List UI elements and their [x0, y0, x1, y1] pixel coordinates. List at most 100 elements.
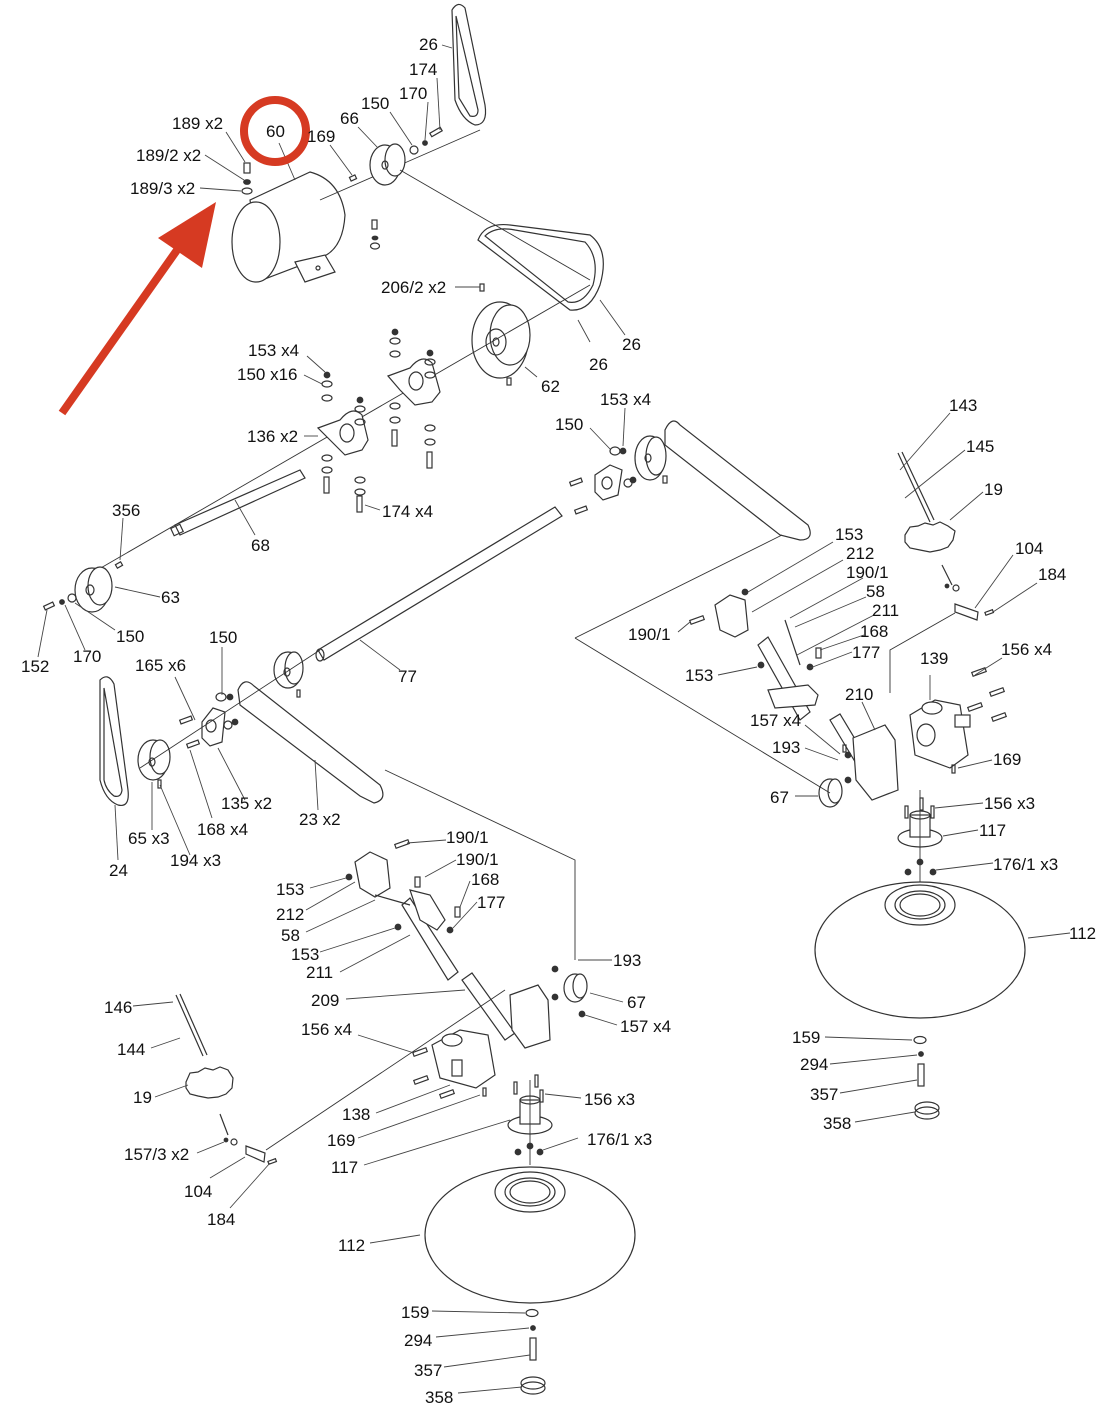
callout-157-x4: 157 x4 — [750, 711, 802, 730]
callout-66: 66 — [340, 109, 359, 128]
callout-65-x3: 65 x3 — [128, 829, 170, 848]
callout-165-x6: 165 x6 — [135, 656, 187, 675]
callout-357: 357 — [414, 1361, 443, 1380]
callout-156-x4: 156 x4 — [301, 1020, 353, 1039]
callout-104: 104 — [184, 1182, 213, 1201]
callout-211: 211 — [306, 963, 334, 982]
callout-145: 145 — [966, 437, 995, 456]
highlight-circle — [240, 96, 310, 166]
callout-174: 174 — [409, 60, 438, 79]
callout-209: 209 — [311, 991, 340, 1010]
callout-143: 143 — [949, 396, 978, 415]
callout-153-x4: 153 x4 — [600, 390, 652, 409]
callout-184: 184 — [1038, 565, 1067, 584]
belt-26-b — [484, 228, 596, 303]
callout-177: 177 — [852, 643, 881, 662]
callout-153-x4: 153 x4 — [248, 341, 300, 360]
callout-77: 77 — [398, 667, 417, 686]
callout-153: 153 — [835, 525, 864, 544]
flange-bearing-upper — [594, 464, 623, 501]
callout-358: 358 — [425, 1388, 454, 1407]
callout-24: 24 — [109, 861, 128, 880]
callout-168-x4: 168 x4 — [197, 820, 249, 839]
spinner-19-left — [185, 1066, 234, 1099]
callout-152: 152 — [21, 657, 50, 676]
callout-168: 168 — [860, 622, 889, 641]
callout-112: 112 — [1069, 924, 1097, 943]
callout-150-x16: 150 x16 — [237, 365, 298, 384]
callout-136-x2: 136 x2 — [247, 427, 299, 446]
callout-170: 170 — [73, 647, 102, 666]
pulley-67-right — [818, 778, 843, 808]
callout-19: 19 — [133, 1088, 152, 1107]
callout-174-x4: 174 x4 — [382, 502, 434, 521]
callout-168: 168 — [471, 870, 500, 889]
shaft-77 — [317, 506, 563, 661]
shaft-68 — [174, 469, 306, 536]
callout-170: 170 — [399, 84, 428, 103]
callout-212: 212 — [846, 544, 875, 563]
pulley-66 — [369, 143, 406, 186]
callout-212: 212 — [276, 905, 305, 924]
callout-176-1-x3: 176/1 x3 — [587, 1130, 653, 1149]
callout-150: 150 — [116, 627, 145, 646]
callout-189-3-x2: 189/3 x2 — [130, 179, 196, 198]
belt-26-a — [477, 223, 604, 311]
callout-150: 150 — [209, 628, 238, 647]
pulley-63 — [74, 566, 113, 613]
callout-169: 169 — [327, 1131, 356, 1150]
callout-206-2-x2: 206/2 x2 — [381, 278, 447, 297]
callout-139: 139 — [920, 649, 949, 668]
callout-144: 144 — [117, 1040, 146, 1059]
callout-294: 294 — [404, 1331, 433, 1350]
callout-193: 193 — [613, 951, 642, 970]
pulley-65 — [137, 739, 171, 781]
disc-112-right — [814, 881, 1026, 1019]
callout-26: 26 — [589, 355, 608, 374]
callout-177: 177 — [477, 893, 506, 912]
callout-193: 193 — [772, 738, 801, 757]
callout-150: 150 — [361, 94, 390, 113]
callout-138: 138 — [342, 1105, 371, 1124]
callout-67: 67 — [770, 788, 789, 807]
callout-157-x4: 157 x4 — [620, 1017, 672, 1036]
callout-19: 19 — [984, 480, 1003, 499]
callout-26: 26 — [419, 35, 438, 54]
belt-24 — [99, 676, 129, 807]
callout-67: 67 — [627, 993, 646, 1012]
tension-arm-left — [354, 851, 551, 1049]
pulley-62 — [471, 301, 531, 379]
pulley-upper-right — [634, 435, 667, 481]
callout-60: 60 — [266, 122, 285, 141]
callout-194-x3: 194 x3 — [170, 851, 222, 870]
callout-104: 104 — [1015, 539, 1044, 558]
callout-189-x2: 189 x2 — [172, 114, 224, 133]
belt-26-top — [451, 3, 487, 126]
callout-135-x2: 135 x2 — [221, 794, 273, 813]
callout-169: 169 — [993, 750, 1022, 769]
callout-157-3-x2: 157/3 x2 — [124, 1145, 190, 1164]
tension-arm-right — [714, 594, 899, 801]
callout-153: 153 — [291, 945, 320, 964]
pillow-block-136b — [386, 358, 441, 406]
belt-26-top-inner — [455, 15, 479, 117]
callout-159: 159 — [401, 1303, 430, 1322]
callout-189-2-x2: 189/2 x2 — [136, 146, 202, 165]
belt-23 — [237, 681, 384, 804]
pillow-block-136a — [316, 410, 369, 456]
leader-lines — [37, 44, 1071, 1394]
callout-63: 63 — [161, 588, 180, 607]
callout-117: 117 — [331, 1158, 359, 1177]
flange-bearing-135 — [201, 707, 226, 747]
callout-23-x2: 23 x2 — [299, 810, 341, 829]
gearbox-139 — [909, 699, 971, 769]
callout-190-1: 190/1 — [456, 850, 499, 869]
callout-210: 210 — [845, 685, 874, 704]
callout-146: 146 — [104, 998, 133, 1017]
callout-357: 357 — [810, 1085, 839, 1104]
highlight-arrow — [58, 202, 216, 416]
callout-156-x4: 156 x4 — [1001, 640, 1053, 659]
callout-153: 153 — [276, 880, 305, 899]
